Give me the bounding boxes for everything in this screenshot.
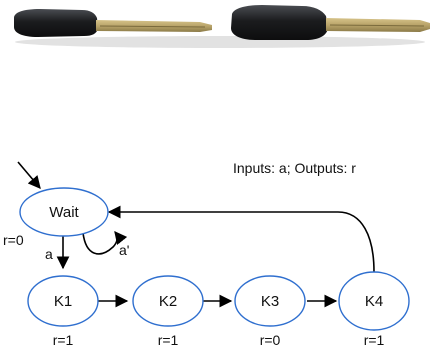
state-wait-node	[19, 187, 109, 237]
state-k4-output: r=1	[364, 332, 385, 348]
left-key-blade-groove	[99, 25, 206, 28]
state-k2-node	[132, 275, 204, 327]
state-k4: K4 r=1	[338, 271, 410, 348]
state-k4-node	[338, 271, 410, 331]
key-photo	[14, 5, 430, 48]
state-k2-output: r=1	[158, 332, 179, 348]
right-key-blade	[326, 18, 430, 32]
state-k1-name: K1	[54, 293, 72, 310]
transition-wait-self-loop	[82, 230, 128, 255]
state-k2: K2 r=1	[132, 275, 204, 348]
state-k2-name: K2	[159, 293, 177, 310]
state-wait-output: r=0	[3, 232, 24, 248]
state-k1-output: r=1	[53, 332, 74, 348]
right-key	[231, 5, 430, 40]
state-k3: K3 r=0	[234, 275, 306, 348]
left-key	[14, 9, 212, 37]
transition-k4-wait	[107, 205, 375, 273]
left-key-blade	[96, 20, 212, 32]
state-k4-name: K4	[365, 293, 383, 310]
state-k3-output: r=0	[260, 332, 281, 348]
io-label: Inputs: a; Outputs: r	[233, 160, 356, 176]
key-shadow	[15, 36, 425, 48]
left-key-head	[14, 9, 98, 37]
state-k3-name: K3	[261, 293, 279, 310]
state-wait: Wait r=0	[3, 187, 109, 248]
state-wait-name: Wait	[49, 204, 79, 221]
transition-label-a: a	[45, 246, 53, 262]
right-key-blade-groove	[329, 24, 425, 27]
initial-arrow	[17, 161, 41, 189]
state-k1: K1 r=1	[27, 275, 99, 348]
state-k3-node	[234, 275, 306, 327]
right-key-head	[231, 5, 328, 40]
transition-label-a-prime: a'	[119, 242, 129, 258]
state-k1-node	[27, 275, 99, 327]
